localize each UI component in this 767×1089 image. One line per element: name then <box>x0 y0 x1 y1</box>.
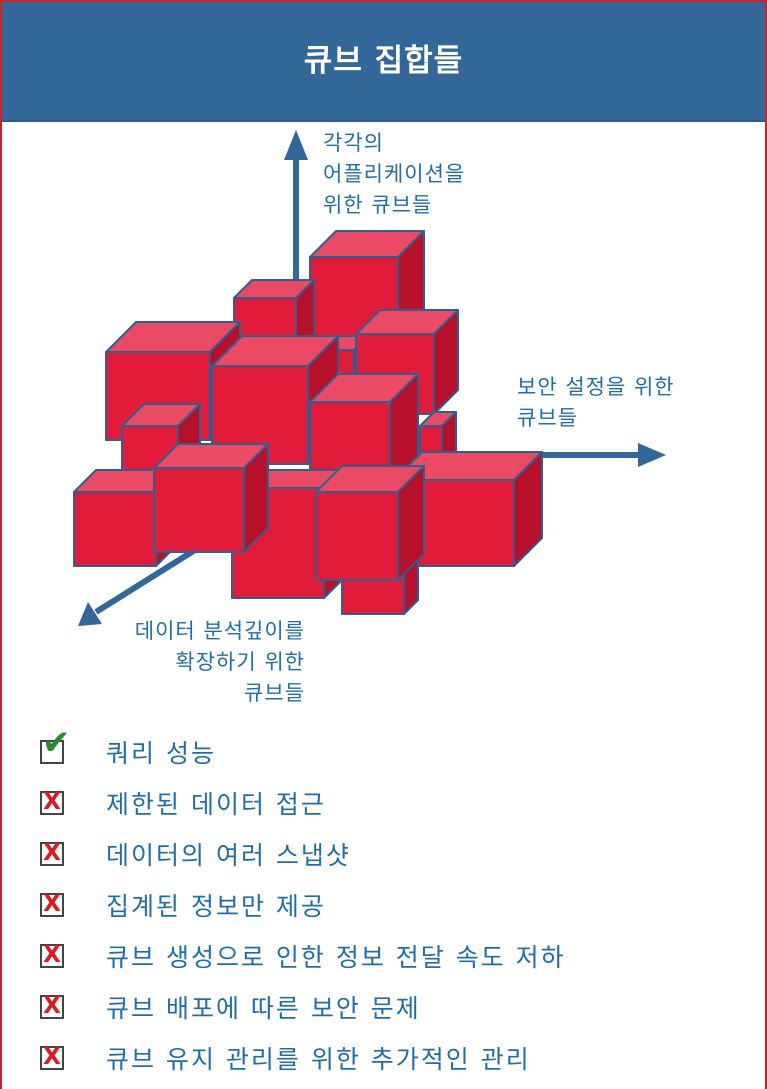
list-item: X 제한된 데이터 접근 <box>40 777 760 828</box>
list-item-text: 큐브 유지 관리를 위한 추가적인 관리 <box>106 1044 531 1074</box>
list-item: X 집계된 정보만 제공 <box>40 879 760 930</box>
list-item-text: 쿼리 성능 <box>106 738 216 768</box>
list-item: X 큐브 생성으로 인한 정보 전달 속도 저하 <box>40 930 760 981</box>
title-bar: 큐브 집합들 <box>2 2 765 122</box>
list-item: X 데이터의 여러 스냅샷 <box>40 828 760 879</box>
cube <box>315 465 425 581</box>
x-icon: X <box>40 942 64 968</box>
list-item-text: 집계된 정보만 제공 <box>106 891 326 921</box>
check-icon: ✔ <box>40 722 71 764</box>
label-depth-cubes: 데이터 분석깊이를 확장하기 위한 큐브들 <box>40 616 305 709</box>
x-icon: X <box>40 993 64 1019</box>
list-item: X 큐브 유지 관리를 위한 추가적인 관리 <box>40 1032 760 1083</box>
label-app-line: 각각의 <box>323 131 384 155</box>
list-item-text: 제한된 데이터 접근 <box>106 789 326 819</box>
feature-list: ✔ 쿼리 성능 X 제한된 데이터 접근 X 데이터의 여러 스냅샷 X 집계된… <box>40 726 760 1083</box>
x-icon: X <box>40 891 64 917</box>
label-app-line: 어플리케이션을 <box>323 162 466 186</box>
slide-title: 큐브 집합들 <box>303 43 464 79</box>
label-depth-line: 큐브들 <box>244 681 305 705</box>
list-item-text: 큐브 배포에 따른 보안 문제 <box>106 993 421 1023</box>
x-icon: X <box>40 840 64 866</box>
label-security-line: 큐브들 <box>517 406 578 430</box>
vertical-axis-arrow <box>284 130 308 300</box>
label-security-line: 보안 설정을 위한 <box>517 375 675 399</box>
x-icon: X <box>40 1044 64 1070</box>
cube <box>153 443 269 553</box>
label-depth-line: 데이터 분석깊이를 <box>134 619 305 643</box>
list-item: X 큐브 배포에 따른 보안 문제 <box>40 981 760 1032</box>
list-item: ✔ 쿼리 성능 <box>40 726 760 777</box>
list-item-text: 데이터의 여러 스냅샷 <box>106 840 351 870</box>
label-depth-line: 확장하기 위한 <box>175 650 305 674</box>
label-app-line: 위한 큐브들 <box>323 193 433 217</box>
label-app-cubes: 각각의 어플리케이션을 위한 큐브들 <box>323 128 465 221</box>
label-security-cubes: 보안 설정을 위한 큐브들 <box>517 372 675 434</box>
cube-cluster <box>73 230 543 615</box>
list-item-text: 큐브 생성으로 인한 정보 전달 속도 저하 <box>106 942 566 972</box>
x-icon: X <box>40 789 64 815</box>
